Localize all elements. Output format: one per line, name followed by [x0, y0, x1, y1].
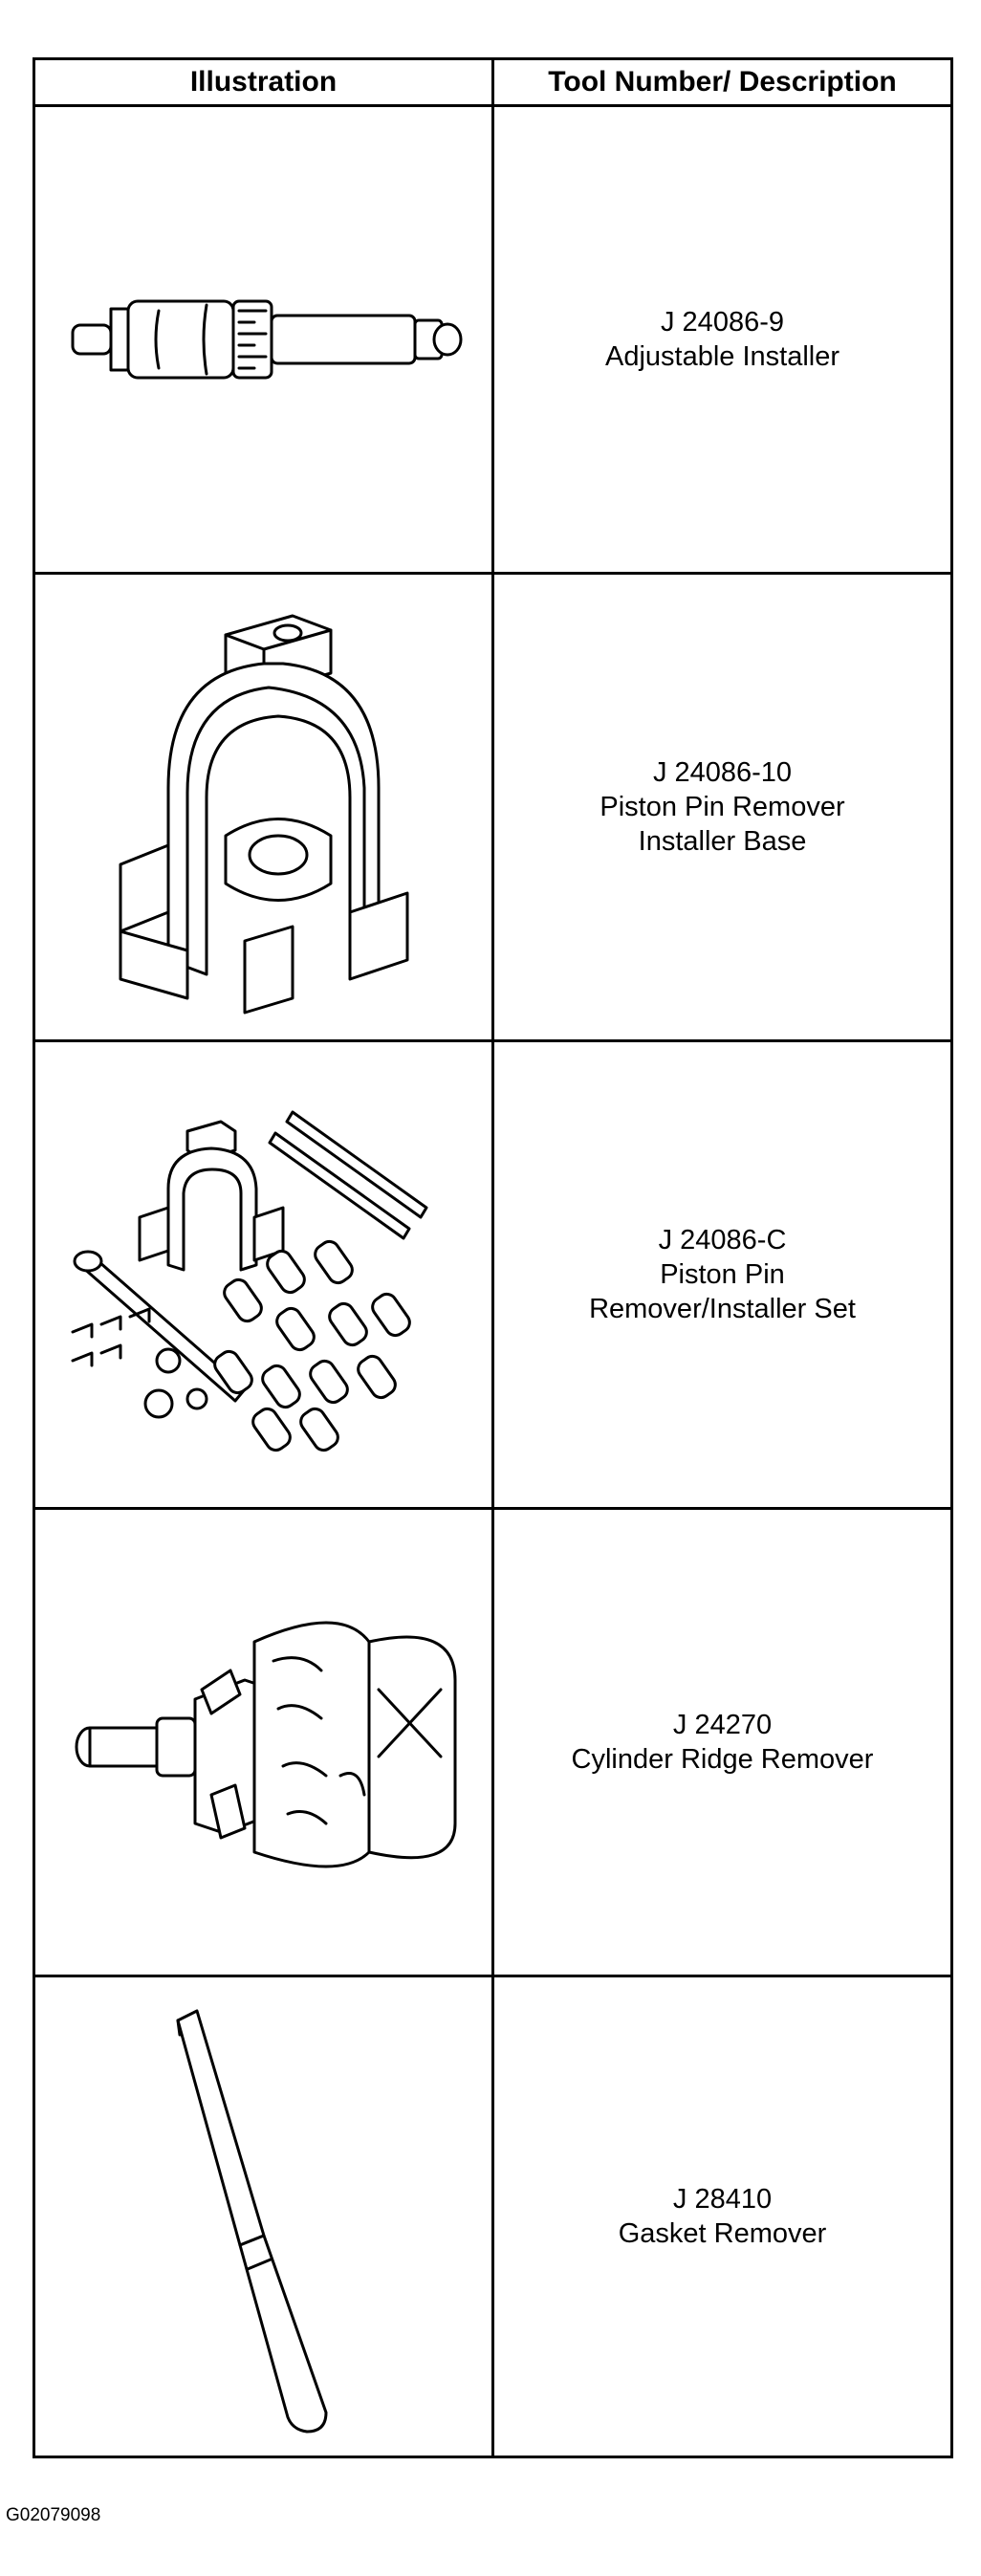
description-cell: J 24270 Cylinder Ridge Remover — [491, 1507, 953, 1977]
figure-id: G02079098 — [6, 2505, 101, 2525]
header-illustration: Illustration — [33, 57, 494, 107]
piston-pin-remover-installer-set-illustration — [71, 1110, 427, 1452]
tool-description-line-1: Piston Pin — [660, 1259, 785, 1290]
illustration-cell — [33, 104, 494, 575]
cylinder-ridge-remover-illustration — [75, 1621, 456, 1868]
tool-number: J 28410 — [672, 2184, 773, 2215]
table-row: J 24270 Cylinder Ridge Remover — [33, 1507, 953, 1977]
tool-number: J 24086-10 — [652, 757, 793, 788]
illustration-cell — [33, 1507, 494, 1977]
description-cell: J 24086-10 Piston Pin Remover Installer … — [491, 572, 953, 1042]
tool-description: Cylinder Ridge Remover — [571, 1744, 874, 1775]
header-row: Illustration Tool Number/ Description — [33, 57, 953, 107]
description-cell: J 24086-C Piston Pin Remover/Installer S… — [491, 1039, 953, 1510]
illustration-cell — [33, 1039, 494, 1510]
table-row: J 28410 Gasket Remover — [33, 1975, 953, 2458]
piston-pin-remover-installer-base-illustration — [119, 614, 408, 1015]
table-row: J 24086-C Piston Pin Remover/Installer S… — [33, 1039, 953, 1510]
table-row: J 24086-9 Adjustable Installer — [33, 104, 953, 575]
illustration-cell — [33, 1975, 494, 2458]
table-row: J 24086-10 Piston Pin Remover Installer … — [33, 572, 953, 1042]
tool-number: J 24086-9 — [661, 307, 784, 338]
tool-description-line-1: Piston Pin Remover — [600, 792, 845, 822]
tool-description-line-2: Remover/Installer Set — [589, 1294, 856, 1324]
illustration-cell — [33, 572, 494, 1042]
adjustable-installer-illustration — [71, 299, 462, 380]
tool-number: J 24270 — [672, 1710, 773, 1740]
tool-description: Gasket Remover — [618, 2218, 827, 2249]
tool-number: J 24086-C — [658, 1225, 787, 1255]
description-cell: J 24086-9 Adjustable Installer — [491, 104, 953, 575]
tool-description-line-2: Installer Base — [638, 826, 807, 857]
gasket-remover-illustration — [176, 2009, 327, 2434]
header-tool-description: Tool Number/ Description — [491, 57, 953, 107]
description-cell: J 28410 Gasket Remover — [491, 1975, 953, 2458]
special-tools-table: Illustration Tool Number/ Description — [33, 57, 953, 2458]
tool-description: Adjustable Installer — [604, 341, 840, 372]
